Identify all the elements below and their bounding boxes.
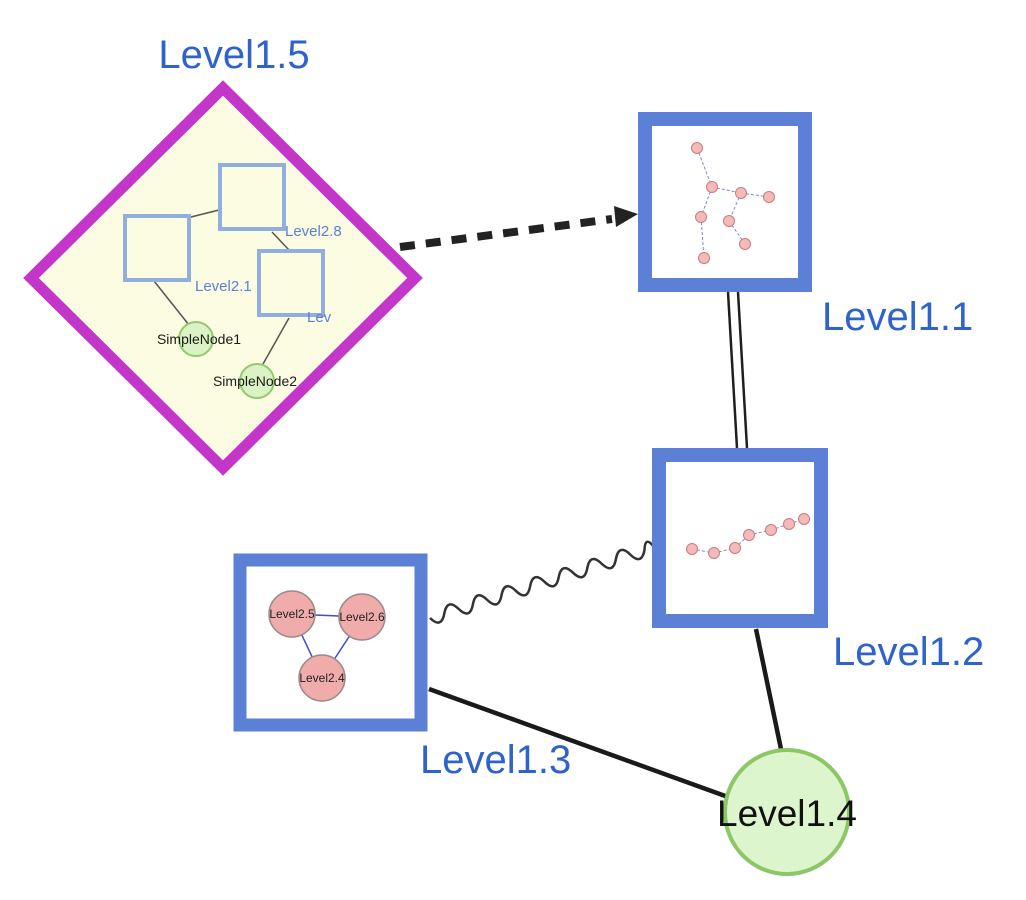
mini-node[interactable]	[708, 547, 720, 559]
label-level1_1: Level1.1	[822, 295, 973, 339]
double-line-left[interactable]	[726, 291, 739, 449]
mini-node[interactable]	[729, 542, 741, 554]
label-simplenode1: SimpleNode1	[157, 331, 241, 347]
mini-node[interactable]	[691, 142, 703, 154]
mini-node[interactable]	[686, 543, 698, 555]
node-simplenode1[interactable]	[178, 321, 214, 357]
square-shape[interactable]	[233, 553, 428, 732]
node-level2_6[interactable]	[338, 593, 386, 641]
node-level1_1[interactable]	[638, 112, 812, 292]
mini-node[interactable]	[695, 211, 707, 223]
label-level1_2: Level1.2	[833, 630, 984, 674]
node-level2_1[interactable]	[123, 214, 191, 282]
mini-node[interactable]	[723, 215, 735, 227]
mini-edge	[696, 147, 713, 188]
mini-graph-nodes	[691, 142, 775, 264]
square-shape[interactable]	[652, 448, 828, 628]
edge-level2_8-level2_1[interactable]	[186, 209, 220, 219]
arrowhead-icon	[614, 206, 638, 227]
diamond-shape[interactable]	[23, 80, 423, 476]
mini-node[interactable]	[743, 529, 755, 541]
mini-node[interactable]	[798, 513, 810, 525]
mini-node[interactable]	[783, 518, 795, 530]
label-level1_3: Level1.3	[420, 738, 571, 782]
edge-level2_8-level2_x[interactable]	[271, 231, 290, 251]
mini-edge	[700, 216, 705, 259]
node-level2_x[interactable]	[257, 249, 325, 317]
label-level2_6: Level2.6	[339, 610, 385, 624]
edge-level1_5-level1_1[interactable]	[399, 206, 638, 251]
double-line-right[interactable]	[736, 291, 749, 449]
label-level2_5: Level2.5	[269, 607, 315, 621]
square-shape[interactable]	[638, 112, 812, 292]
edge-level1_2-level1_4[interactable]	[753, 628, 784, 750]
mini-node[interactable]	[765, 524, 777, 536]
mini-node[interactable]	[735, 187, 747, 199]
circle-shape[interactable]	[723, 748, 851, 876]
edge-level1_3-level1_4[interactable]	[428, 686, 729, 800]
mini-node[interactable]	[698, 252, 710, 264]
edge-level2_x-simplenode2[interactable]	[262, 317, 290, 365]
node-level1_5[interactable]: Level2.8 Level2.1 Lev SimpleNode1 Simple…	[23, 80, 423, 476]
node-level1_4[interactable]: Level1.4	[717, 748, 857, 876]
label-level2_8: Level2.8	[285, 223, 342, 240]
node-level2_5[interactable]	[268, 590, 316, 638]
mini-graph-nodes	[686, 513, 810, 559]
edge-dashed-line[interactable]	[399, 215, 613, 251]
node-simplenode2[interactable]	[239, 363, 275, 399]
node-level2_4[interactable]	[298, 654, 346, 702]
edge-level1_1-level1_2[interactable]	[726, 291, 749, 449]
label-level2_x: Lev	[307, 309, 332, 326]
edge-level2_1-simplenode1[interactable]	[153, 280, 190, 326]
node-level2_8[interactable]	[218, 163, 286, 231]
node-level1_2[interactable]	[652, 448, 828, 628]
label-level1_4: Level1.4	[717, 793, 857, 834]
edges-layer	[399, 206, 784, 800]
label-simplenode2: SimpleNode2	[213, 373, 297, 389]
label-level1_5: Level1.5	[158, 33, 309, 77]
mini-edge	[748, 529, 772, 536]
edge-level1_3-level1_2[interactable]	[429, 540, 655, 624]
node-level1_3[interactable]: Level2.5 Level2.6 Level2.4	[233, 553, 428, 732]
label-level2_1: Level2.1	[195, 278, 252, 295]
mini-node[interactable]	[763, 191, 775, 203]
mini-node[interactable]	[739, 238, 751, 250]
mini-node[interactable]	[706, 181, 718, 193]
mini-edge	[691, 548, 715, 554]
label-level2_4: Level2.4	[299, 671, 345, 685]
